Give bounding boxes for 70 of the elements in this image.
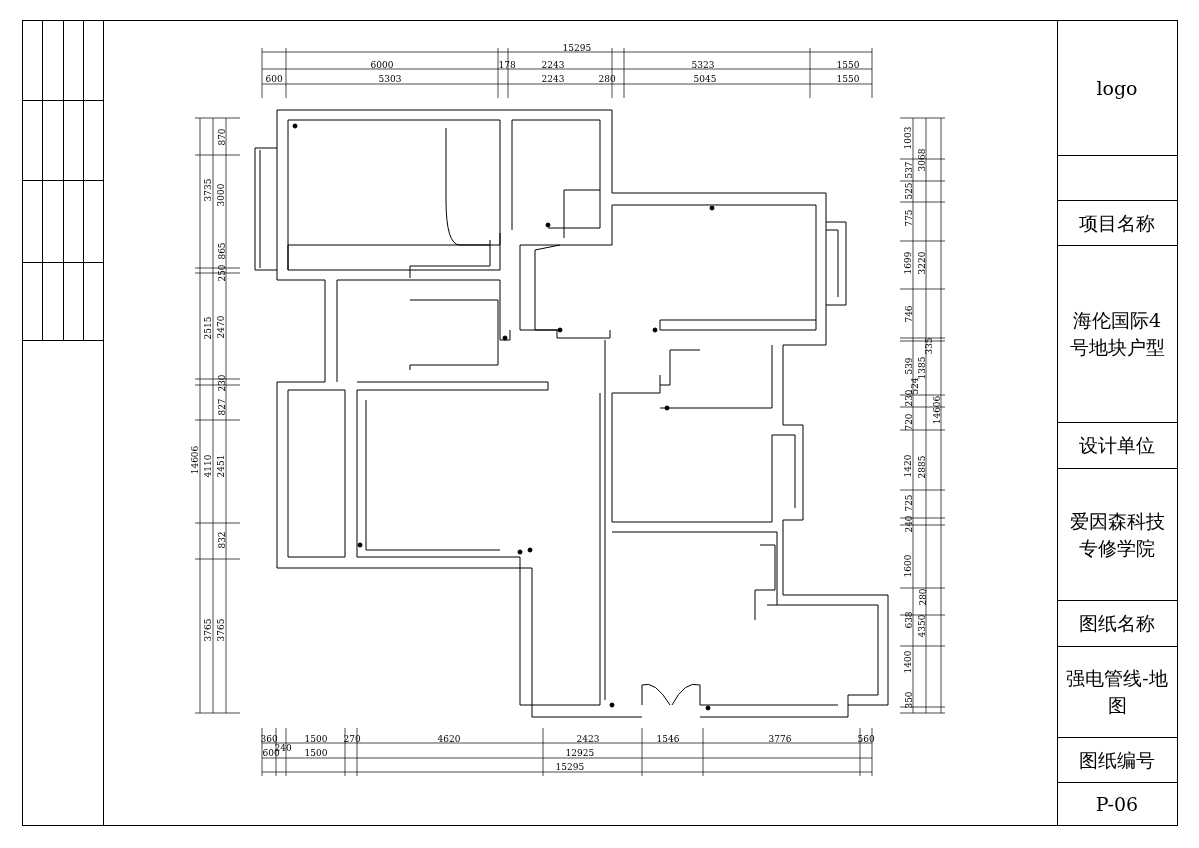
dimension-label: 2423	[576, 734, 600, 744]
dimension-label: 230	[216, 374, 227, 392]
dimension-label: 746	[903, 305, 914, 323]
dimension-label: 870	[216, 128, 227, 146]
dimension-label: 725	[903, 494, 914, 512]
dimension-label: 827	[216, 398, 227, 416]
dimension-label: 560	[857, 734, 875, 744]
dimension-label: 270	[343, 734, 361, 744]
dimension-label: 280	[598, 74, 616, 84]
dimension-label: 775	[903, 209, 914, 227]
dimension-label: 720	[903, 413, 914, 431]
dimension-label: 3068	[916, 148, 927, 172]
title-block-text: logo	[1096, 75, 1138, 101]
dimension-label: 350	[903, 691, 914, 709]
dimension-label: 2243	[541, 60, 565, 70]
dimension-label: 14606	[189, 445, 200, 475]
dimension-label: 2243	[541, 74, 565, 84]
title-block-text: 设计单位	[1079, 433, 1155, 458]
dimension-label: 638	[903, 611, 914, 629]
dimension-label: 360	[260, 734, 278, 744]
title-block-text: 海伦国际4号地块户型	[1068, 308, 1166, 360]
dimension-label: 6000	[370, 60, 394, 70]
dimension-label: 14606	[931, 395, 942, 425]
title-block-text: 爱因森科技专修学院	[1068, 508, 1166, 561]
dimension-label: 4110	[202, 454, 213, 478]
title-block-text: 图纸名称	[1079, 611, 1155, 636]
dimension-label: 5303	[378, 74, 402, 84]
dimension-label: 1550	[836, 60, 860, 70]
title-block-text: 项目名称	[1079, 210, 1155, 236]
dimension-label: 3765	[215, 618, 226, 642]
dimension-label: 178	[498, 60, 516, 70]
dimension-label: 15295	[562, 43, 592, 53]
dimension-label: 240	[903, 515, 914, 533]
dimension-label: 250	[216, 264, 227, 282]
dimension-label: 1003	[902, 126, 913, 150]
title-block-text: P-06	[1095, 791, 1139, 817]
dimension-label: 12925	[565, 748, 595, 758]
dimension-label: 3000	[215, 183, 226, 207]
dimension-label: 865	[216, 242, 227, 260]
dimension-label: 1546	[656, 734, 680, 744]
dimension-label: 2885	[916, 455, 927, 479]
dimension-label: 600	[265, 74, 283, 84]
dimension-label: 1550	[836, 74, 860, 84]
dimension-label: 1600	[902, 554, 913, 578]
dimension-label: 1420	[902, 454, 913, 478]
title-block-text: 图纸编号	[1079, 747, 1155, 773]
dimension-label: 600	[262, 748, 280, 758]
dimension-label: 2515	[202, 316, 213, 340]
dimension-label: 1400	[902, 650, 913, 674]
dimension-label: 1500	[304, 734, 328, 744]
dimension-label: 539	[903, 357, 914, 375]
dimension-label: 4620	[437, 734, 461, 744]
dimension-label: 1500	[304, 748, 328, 758]
dimension-label: 335	[923, 337, 934, 355]
dimension-label: 5323	[691, 60, 715, 70]
dimension-label: 3735	[202, 178, 213, 202]
dimension-label: 5045	[693, 74, 717, 84]
dimension-label: 4350	[916, 614, 927, 638]
dimension-label: 3776	[768, 734, 792, 744]
title-block-text: 强电管线-地图	[1065, 666, 1169, 718]
dimension-label: 15295	[555, 762, 585, 772]
dimension-label: 537	[903, 161, 914, 179]
dimension-label: 3220	[916, 251, 927, 275]
dimension-label: 2470	[215, 315, 226, 339]
dimension-label: 525	[903, 182, 914, 200]
dimension-label: 3765	[202, 618, 213, 642]
dimension-label: 2451	[215, 454, 226, 478]
dimension-label: 1699	[902, 251, 913, 275]
dimension-label: 280	[917, 588, 928, 606]
dimension-label: 832	[216, 531, 227, 549]
